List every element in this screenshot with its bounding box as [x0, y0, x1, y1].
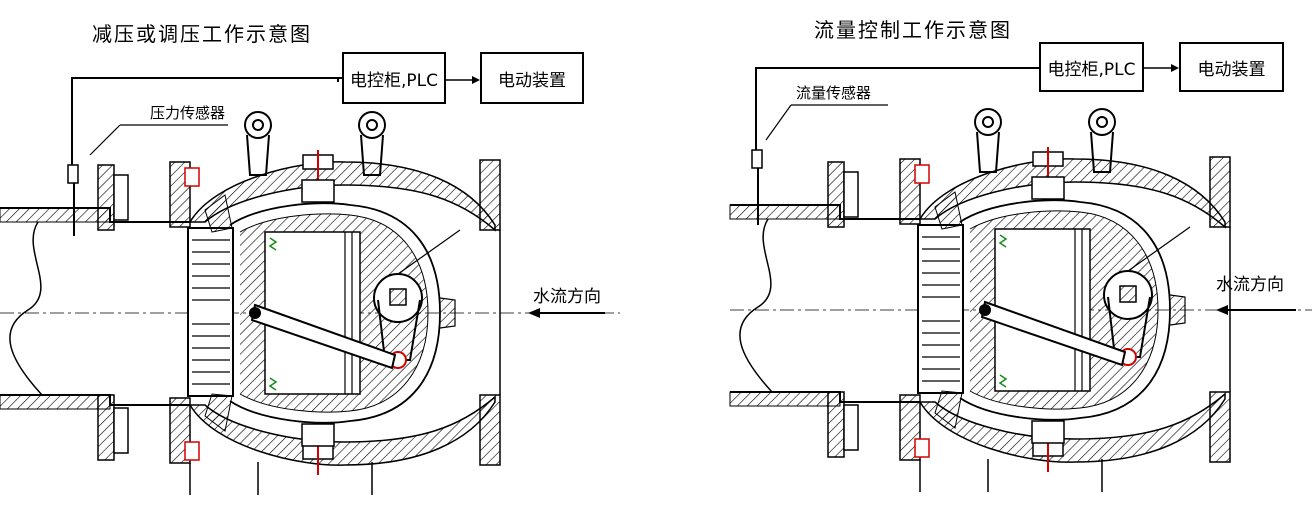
controller-box: 电控柜,PLC — [1039, 42, 1144, 92]
actuator-box: 电动装置 — [1179, 42, 1284, 92]
actuator-box: 电动装置 — [480, 52, 584, 104]
sensor-body — [751, 149, 763, 169]
sensor-body — [67, 164, 79, 184]
valve-drawing — [0, 76, 621, 496]
sensor-leader-line — [765, 104, 792, 141]
diagram-title: 流量控制工作示意图 — [814, 18, 1012, 42]
diagram-pressure: 减压或调压工作示意图 电控柜,PLC 电动装置 压力传感器 水流方向 — [0, 22, 621, 496]
flow-direction-label: 水流方向 — [533, 287, 601, 307]
signal-line — [755, 67, 1039, 158]
valve-drawing — [729, 64, 1312, 493]
diagram-flow: 流量控制工作示意图 电控柜,PLC 电动装置 流量传感器 水流方向 — [656, 0, 1312, 522]
signal-line — [71, 77, 342, 170]
flow-direction-label: 水流方向 — [1216, 275, 1284, 295]
diagram-title: 减压或调压工作示意图 — [92, 22, 312, 46]
sensor-leader-line — [89, 124, 121, 156]
controller-box: 电控柜,PLC — [342, 52, 446, 104]
sensor-label: 压力传感器 — [150, 104, 226, 122]
sensor-label: 流量传感器 — [796, 84, 872, 102]
